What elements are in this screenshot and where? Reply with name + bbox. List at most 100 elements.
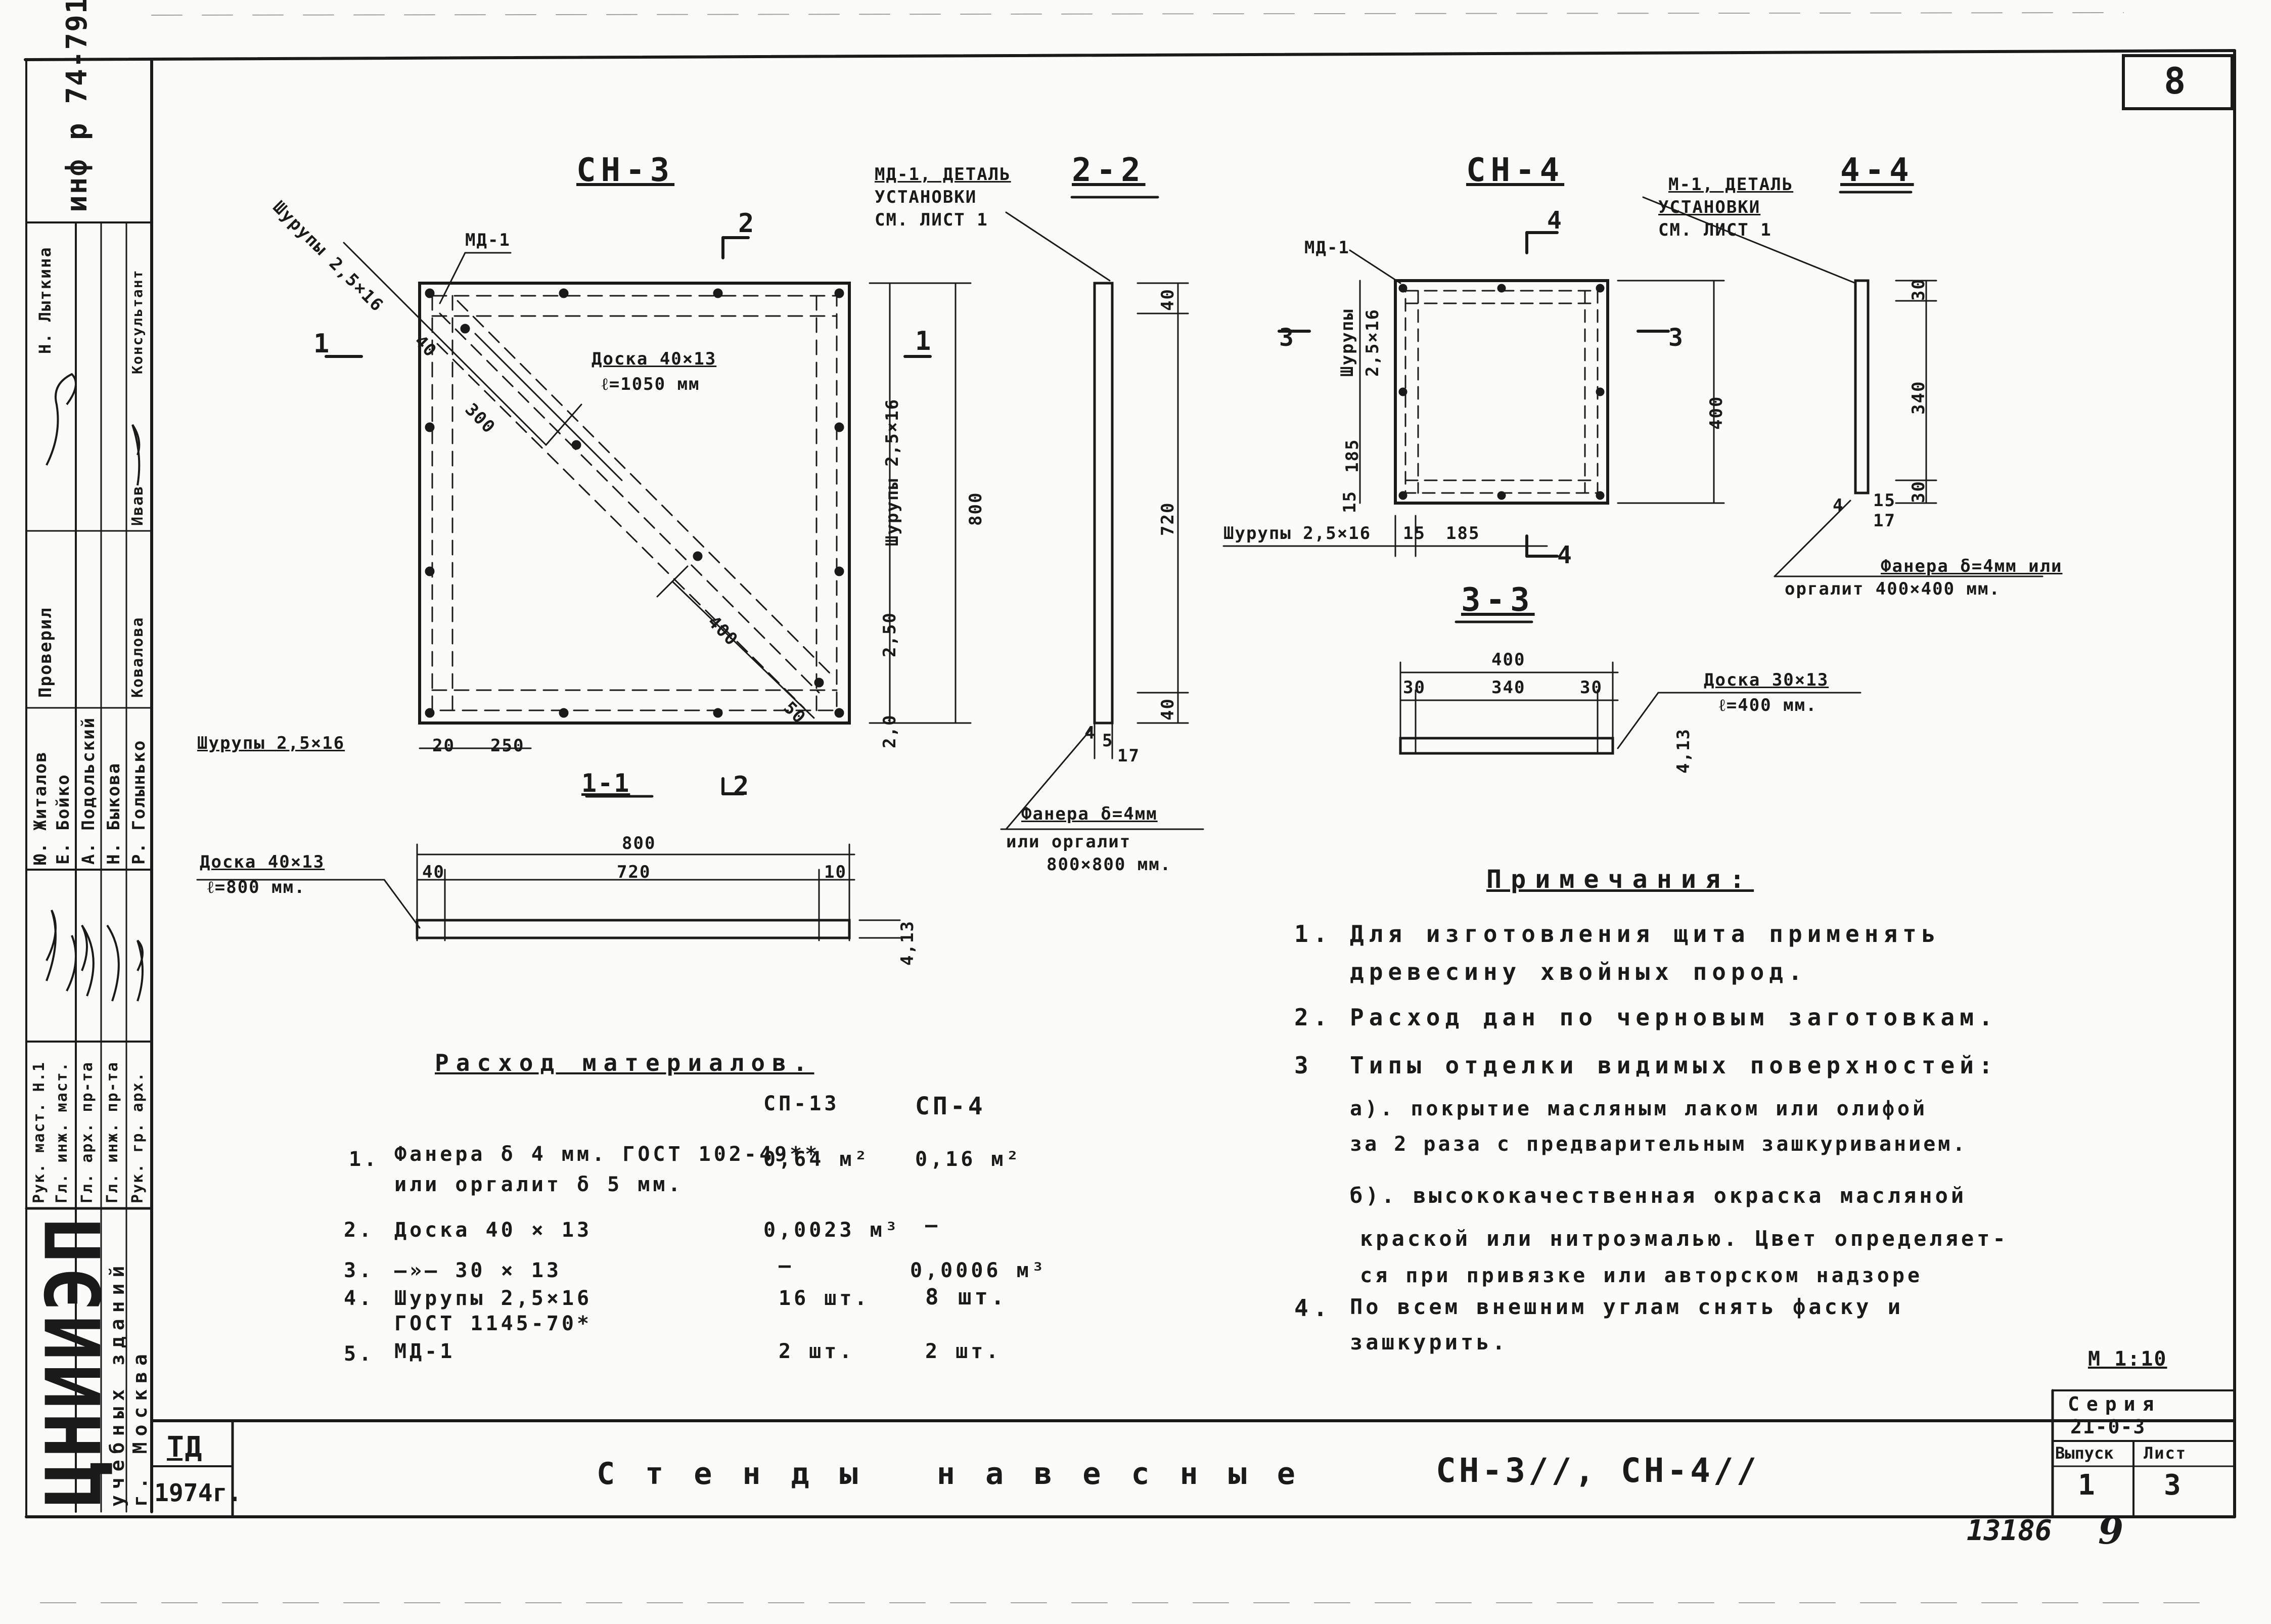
note-1-line-1: Для изготовления щита применять [1350,920,1941,948]
cn4-screws-bottom: Шурупы 2,5×16 [1223,523,1372,544]
tb-drawing-mark: СН-3//, СН-4// [1436,1451,1760,1490]
cn4-dim-185b: 185 [1446,523,1480,544]
cn4-screws-v-1: Шурупы [1337,308,1357,377]
s11-dim-40: 40 [422,862,445,882]
mat-row-2-sp4: — [925,1213,941,1237]
s44-dim-4: 4 [1833,495,1844,516]
s44-dim-30-bot: 30 [1909,480,1929,503]
tb-sheet: 3 [2164,1469,2182,1502]
s44-title: 4-4 [1840,152,1914,189]
s11-board-note-2: ℓ=800 мм. [207,877,306,897]
note-2-line-1: Расход дан по черновым заготовкам. [1350,1004,1998,1031]
s44-md-note-2: УСТАНОВКИ [1658,197,1761,217]
mat-row-2-sp13: 0,0023 м³ [763,1219,900,1242]
cn4-dim-15: 15 [1340,490,1360,513]
mat-row-5-num: 5. [344,1342,375,1366]
cn4-title: СН-4 [1466,152,1565,189]
s44-dim-30-top: 30 [1909,278,1929,301]
mat-row-4-num: 4. [344,1287,375,1310]
s33-dim-30b: 30 [1580,678,1603,698]
scale-label: М 1:10 [2088,1347,2167,1371]
mat-row-3-num: 3. [344,1259,375,1282]
cn3-board-note-2: ℓ=1050 мм [602,374,700,394]
cn3-mark-1-left: 1 [313,329,331,359]
s11-board-note-1: Доска 40×13 [200,852,325,872]
signatures [46,373,144,1002]
cn4-mark-3-left: 3 [1279,324,1295,352]
cn4-screws-v-2: 2,5×16 [1362,308,1383,377]
cn3-mark-1-right: 1 [915,326,932,356]
materials-col-sp4: СП-4 [915,1092,986,1120]
sheet-number: 8 [2164,60,2187,102]
s22-dim-40-bot: 40 [1158,698,1178,720]
s22-dim-5: 5 [1102,731,1114,751]
mat-row-1-sp13: 0,64 м² [763,1148,870,1171]
s22-title: 2-2 [1072,152,1146,189]
materials-col-sp13: СП-13 [763,1092,840,1115]
tb-issue: 1 [2078,1469,2096,1502]
s22-dim-4: 4 [1084,723,1096,743]
mat-row-5-sp13: 2 шт. [779,1340,855,1363]
s44-dim-15: 15 [1873,490,1896,511]
tb-series: 21-0-3 [2070,1416,2146,1438]
materials-title: Расход материалов. [435,1049,814,1076]
tb-year: 1974г. [154,1479,242,1507]
section-1-1-title: 1-1 [581,769,630,798]
tb-series-label: Серия [2068,1393,2161,1415]
stamp-org-sub-2: г. Москва [129,1348,151,1507]
cn4-dim-400: 400 [1706,395,1727,430]
tb-td: ТД [167,1431,203,1464]
mat-row-3-name: —»— 30 × 13 [394,1259,562,1282]
mat-row-2-num: 2. [344,1219,375,1242]
note-2-num: 2. [1294,1004,1333,1031]
s33-dim-400: 400 [1491,650,1526,670]
note-1-num: 1. [1294,920,1333,948]
tb-issue-label: Выпуск [2055,1443,2114,1463]
note-3-line-4: б). высококачественная окраска масляной [1350,1183,1967,1208]
s22-ply-note-2: или оргалит [1006,832,1131,852]
mat-row-3-sp4: 0,0006 м³ [910,1259,1047,1282]
note-4-line-2: зашкурить. [1350,1330,1508,1355]
s22-dim-40-top: 40 [1158,288,1178,311]
mat-row-3-sp13: — [779,1254,794,1277]
cn4-dim-185: 185 [1342,438,1362,473]
note-4-num: 4. [1294,1294,1333,1322]
cn4-mark-4-top: 4 [1547,206,1563,235]
cn3-dim-20: 2,0 [880,714,900,748]
note-4-line-1: По всем внешним углам снять фаску и [1350,1294,1904,1319]
cn4-md1-label: МД-1 [1304,238,1350,258]
s33-dim-30a: 30 [1403,678,1426,698]
mat-row-4-name2: ГОСТ 1145-70* [394,1312,593,1335]
s11-dim-413: 4,13 [897,920,918,966]
mat-row-5-name: МД-1 [394,1340,456,1363]
s11-dim-10: 10 [824,862,847,882]
note-3-line-6: ся при привязке или авторском надзоре [1360,1264,1923,1287]
mat-row-2-name: Доска 40 × 13 [394,1219,593,1242]
cn3-section-mark-2: 2 [738,208,755,239]
s44-dim-340: 340 [1909,380,1929,415]
s22-md-note-1: МД-1, ДЕТАЛЬ [875,164,1011,185]
note-3-line-2: а). покрытие масляным лаком или олифой [1350,1097,1928,1120]
s22-dim-720: 720 [1158,502,1178,536]
s44-ply-note-2: оргалит 400×400 мм. [1785,579,2001,599]
s33-board-note-1: Доска 30×13 [1704,670,1829,690]
cn3-section-mark-2-bottom: 2 [733,771,750,801]
cn4-mark-4-bottom: 4 [1557,541,1573,569]
s44-md-note-3: СМ. ЛИСТ 1 [1658,220,1772,240]
mat-row-4-sp13: 16 шт. [779,1287,870,1310]
mat-row-1-sp4: 0,16 м² [915,1148,1022,1171]
note-3-line-3: за 2 раза с предварительным зашкуривание… [1350,1133,1968,1156]
s22-md-note-2: УСТАНОВКИ [875,187,977,207]
mat-row-4-name: Шурупы 2,5×16 [394,1287,593,1310]
cn3-dim-bottom-20: 20 [432,736,455,756]
mat-row-1-name2: или оргалит δ 5 мм. [394,1173,684,1196]
s11-dim-720: 720 [617,862,651,882]
cn3-screws-bottom: Шурупы 2,5×16 [197,733,345,753]
s11-dim-800: 800 [622,833,656,853]
s44-md-note-1: М-1, ДЕТАЛЬ [1668,174,1794,195]
cn3-dim-800: 800 [966,491,986,526]
mat-row-1-name: Фанера δ 4 мм. ГОСТ 102-49** [394,1143,821,1166]
s22-dim-17: 17 [1117,746,1140,766]
tb-drawing-name: Стенды навесные [597,1456,1326,1492]
